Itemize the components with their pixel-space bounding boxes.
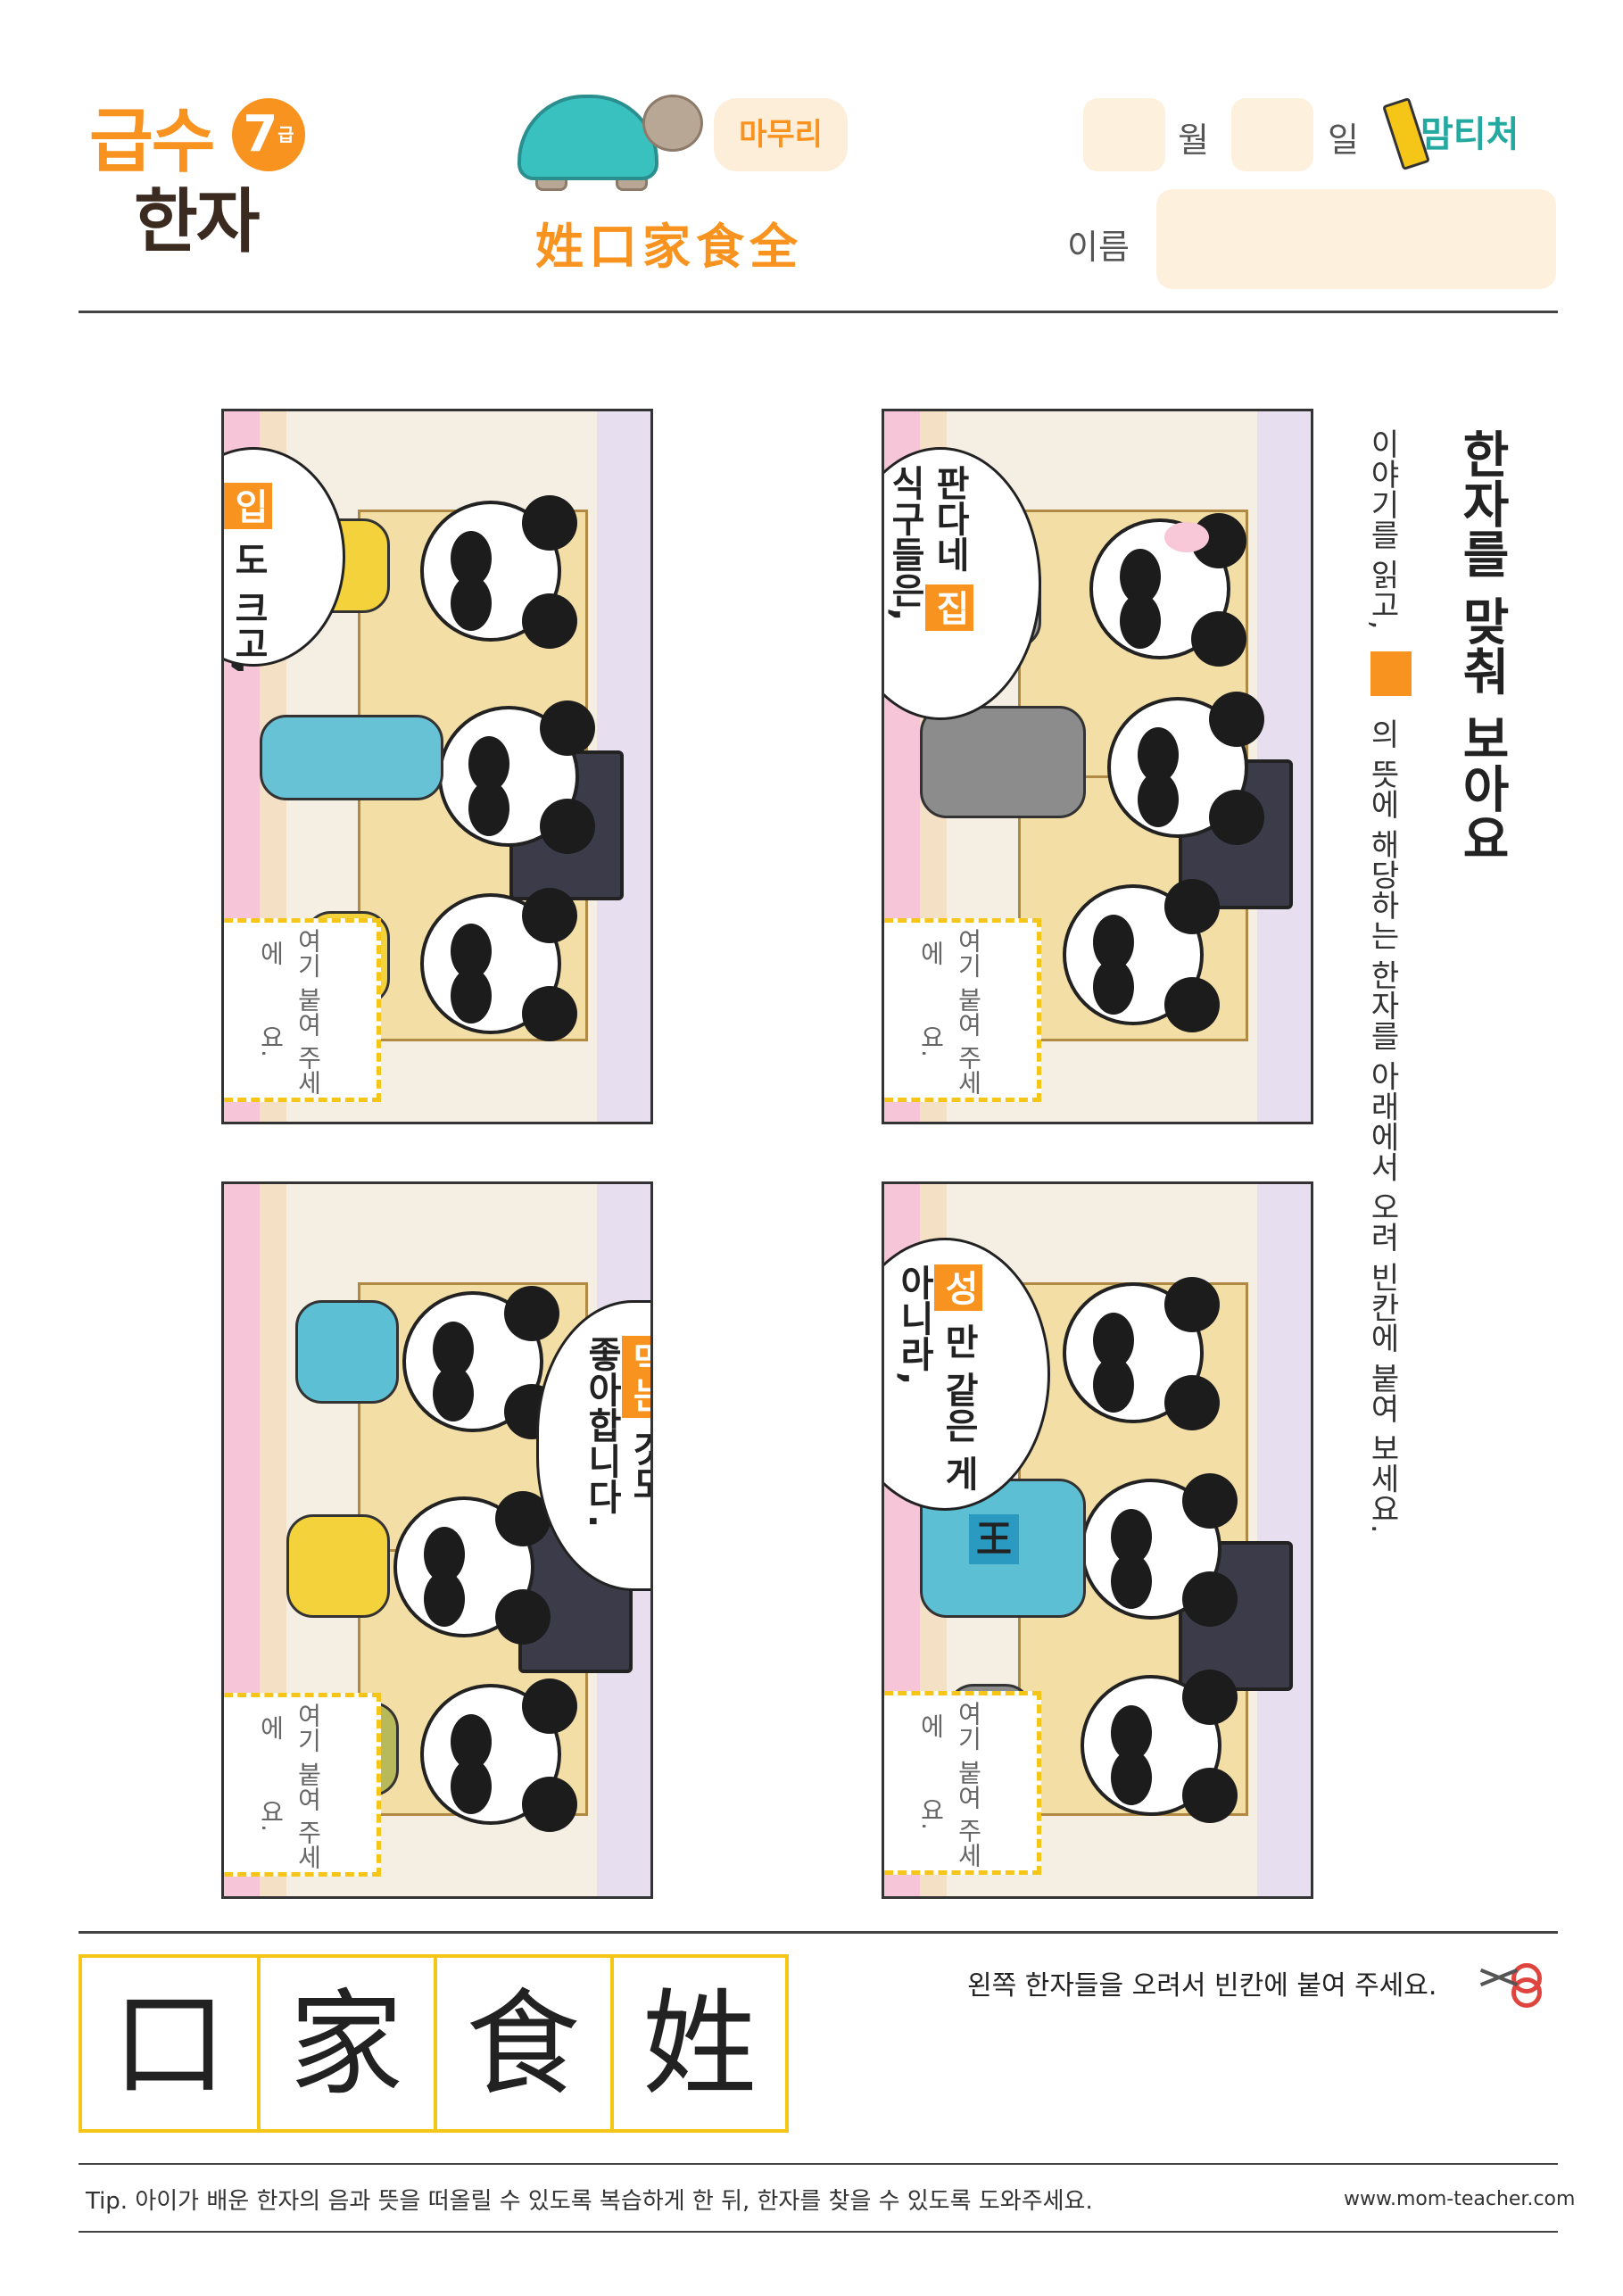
speech-line: 식구들은, [884, 465, 925, 622]
speech-text: 입 도 크고, [224, 483, 272, 675]
panda [1063, 879, 1220, 1032]
level-badge: 7급 [232, 98, 305, 171]
day-field[interactable] [1231, 98, 1313, 171]
panda [1107, 692, 1264, 845]
month-field[interactable] [1083, 98, 1165, 171]
panda [420, 1678, 577, 1832]
panda [420, 495, 577, 649]
king-badge: 王 [969, 1514, 1019, 1564]
speech-text: 성 만 같은 게 아니라, [893, 1264, 982, 1491]
instruction-part1: 이야기를 읽고, [1364, 428, 1400, 630]
panda [420, 888, 577, 1041]
panda [402, 1286, 559, 1439]
name-label: 이름 [1067, 228, 1130, 267]
logo-top-text: 급수 [89, 102, 216, 182]
section-divider [79, 1931, 1558, 1934]
name-field[interactable] [1156, 189, 1556, 289]
hanja-card[interactable]: 家 [259, 1958, 437, 2133]
paste-hint: 여기에 [256, 1703, 323, 1753]
panda [1089, 513, 1246, 667]
hanja-card[interactable]: 姓 [642, 1978, 757, 2111]
hanja-card[interactable]: 口 [82, 1958, 261, 2133]
speech-line: 만 같은 게 [938, 1322, 979, 1491]
scissors-icon [1479, 1956, 1542, 2008]
brand-logo: 맘티처 [1420, 114, 1519, 155]
panda [1081, 1670, 1238, 1823]
highlight-word: 집 [925, 584, 973, 631]
hanja-card-strip: 口 家 食 姓 [79, 1954, 789, 2133]
level-unit: 급 [277, 124, 294, 145]
speech-text: 먹는 것도 좋아합니다. [581, 1336, 653, 1568]
panda [1081, 1473, 1238, 1627]
king-badge-text: 王 [976, 1519, 1012, 1560]
speech-bubble [884, 447, 1041, 720]
paste-hint: 여기에 [256, 928, 323, 979]
hanja-card[interactable]: 食 [435, 1958, 614, 2133]
header-divider [79, 311, 1558, 313]
speech-line: 좋아합니다. [581, 1336, 622, 1529]
speech-line: 도 크고, [228, 541, 269, 676]
instruction-part2: 의 뜻에 해당하는 한자를 아래에서 오려 빈칸에 붙여 보세요. [1364, 718, 1400, 1534]
paste-hint: 붙여 주세요. [916, 986, 983, 1095]
instruction-text: 이야기를 읽고, 의 뜻에 해당하는 한자를 아래에서 오려 빈칸에 붙여 보세… [1364, 428, 1412, 1534]
panda [393, 1491, 551, 1645]
lesson-hanja-title: 姓口家食全 [535, 218, 803, 275]
panda [1063, 1277, 1220, 1430]
speech-line: 아니라, [893, 1264, 934, 1386]
panda [438, 700, 595, 854]
logo-bottom-text: 한자 [134, 182, 261, 262]
speech-line: 판다네 [929, 465, 970, 572]
highlight-word: 입 [224, 483, 272, 529]
paste-hint: 붙여 주세요. [256, 986, 323, 1095]
tip-text: Tip. 아이가 배운 한자의 음과 뜻을 떠올릴 수 있도록 복습하게 한 뒤… [86, 2188, 1093, 2215]
cut-instruction: 왼쪽 한자들을 오려서 빈칸에 붙여 주세요. [967, 1970, 1437, 2002]
footer-divider-top [79, 2163, 1558, 2165]
highlight-word: 먹는 [622, 1336, 650, 1418]
footer-divider-bottom [79, 2231, 1558, 2233]
paste-hint: 여기에 [916, 1701, 983, 1752]
instruction-title: 한자를 맞춰 보아요 [1453, 428, 1511, 863]
level-number: 7 [243, 105, 278, 163]
speech-line: 것도 [625, 1430, 653, 1502]
month-label: 월 [1178, 120, 1209, 160]
review-label: 마무리 [714, 98, 848, 171]
orange-square-icon [1370, 651, 1412, 697]
logo: 급수 7급 한자 [89, 98, 321, 294]
website-link[interactable]: www.mom-teacher.com [1344, 2188, 1576, 2210]
day-label: 일 [1328, 120, 1359, 160]
paste-hint: 여기에 [916, 928, 983, 979]
turtle-icon [500, 86, 714, 191]
paste-hint: 붙여 주세요. [256, 1761, 323, 1869]
speech-text: 판다네 집 식구들은, [884, 465, 973, 706]
paste-hint: 붙여 주세요. [916, 1759, 983, 1868]
highlight-word: 성 [934, 1264, 982, 1311]
